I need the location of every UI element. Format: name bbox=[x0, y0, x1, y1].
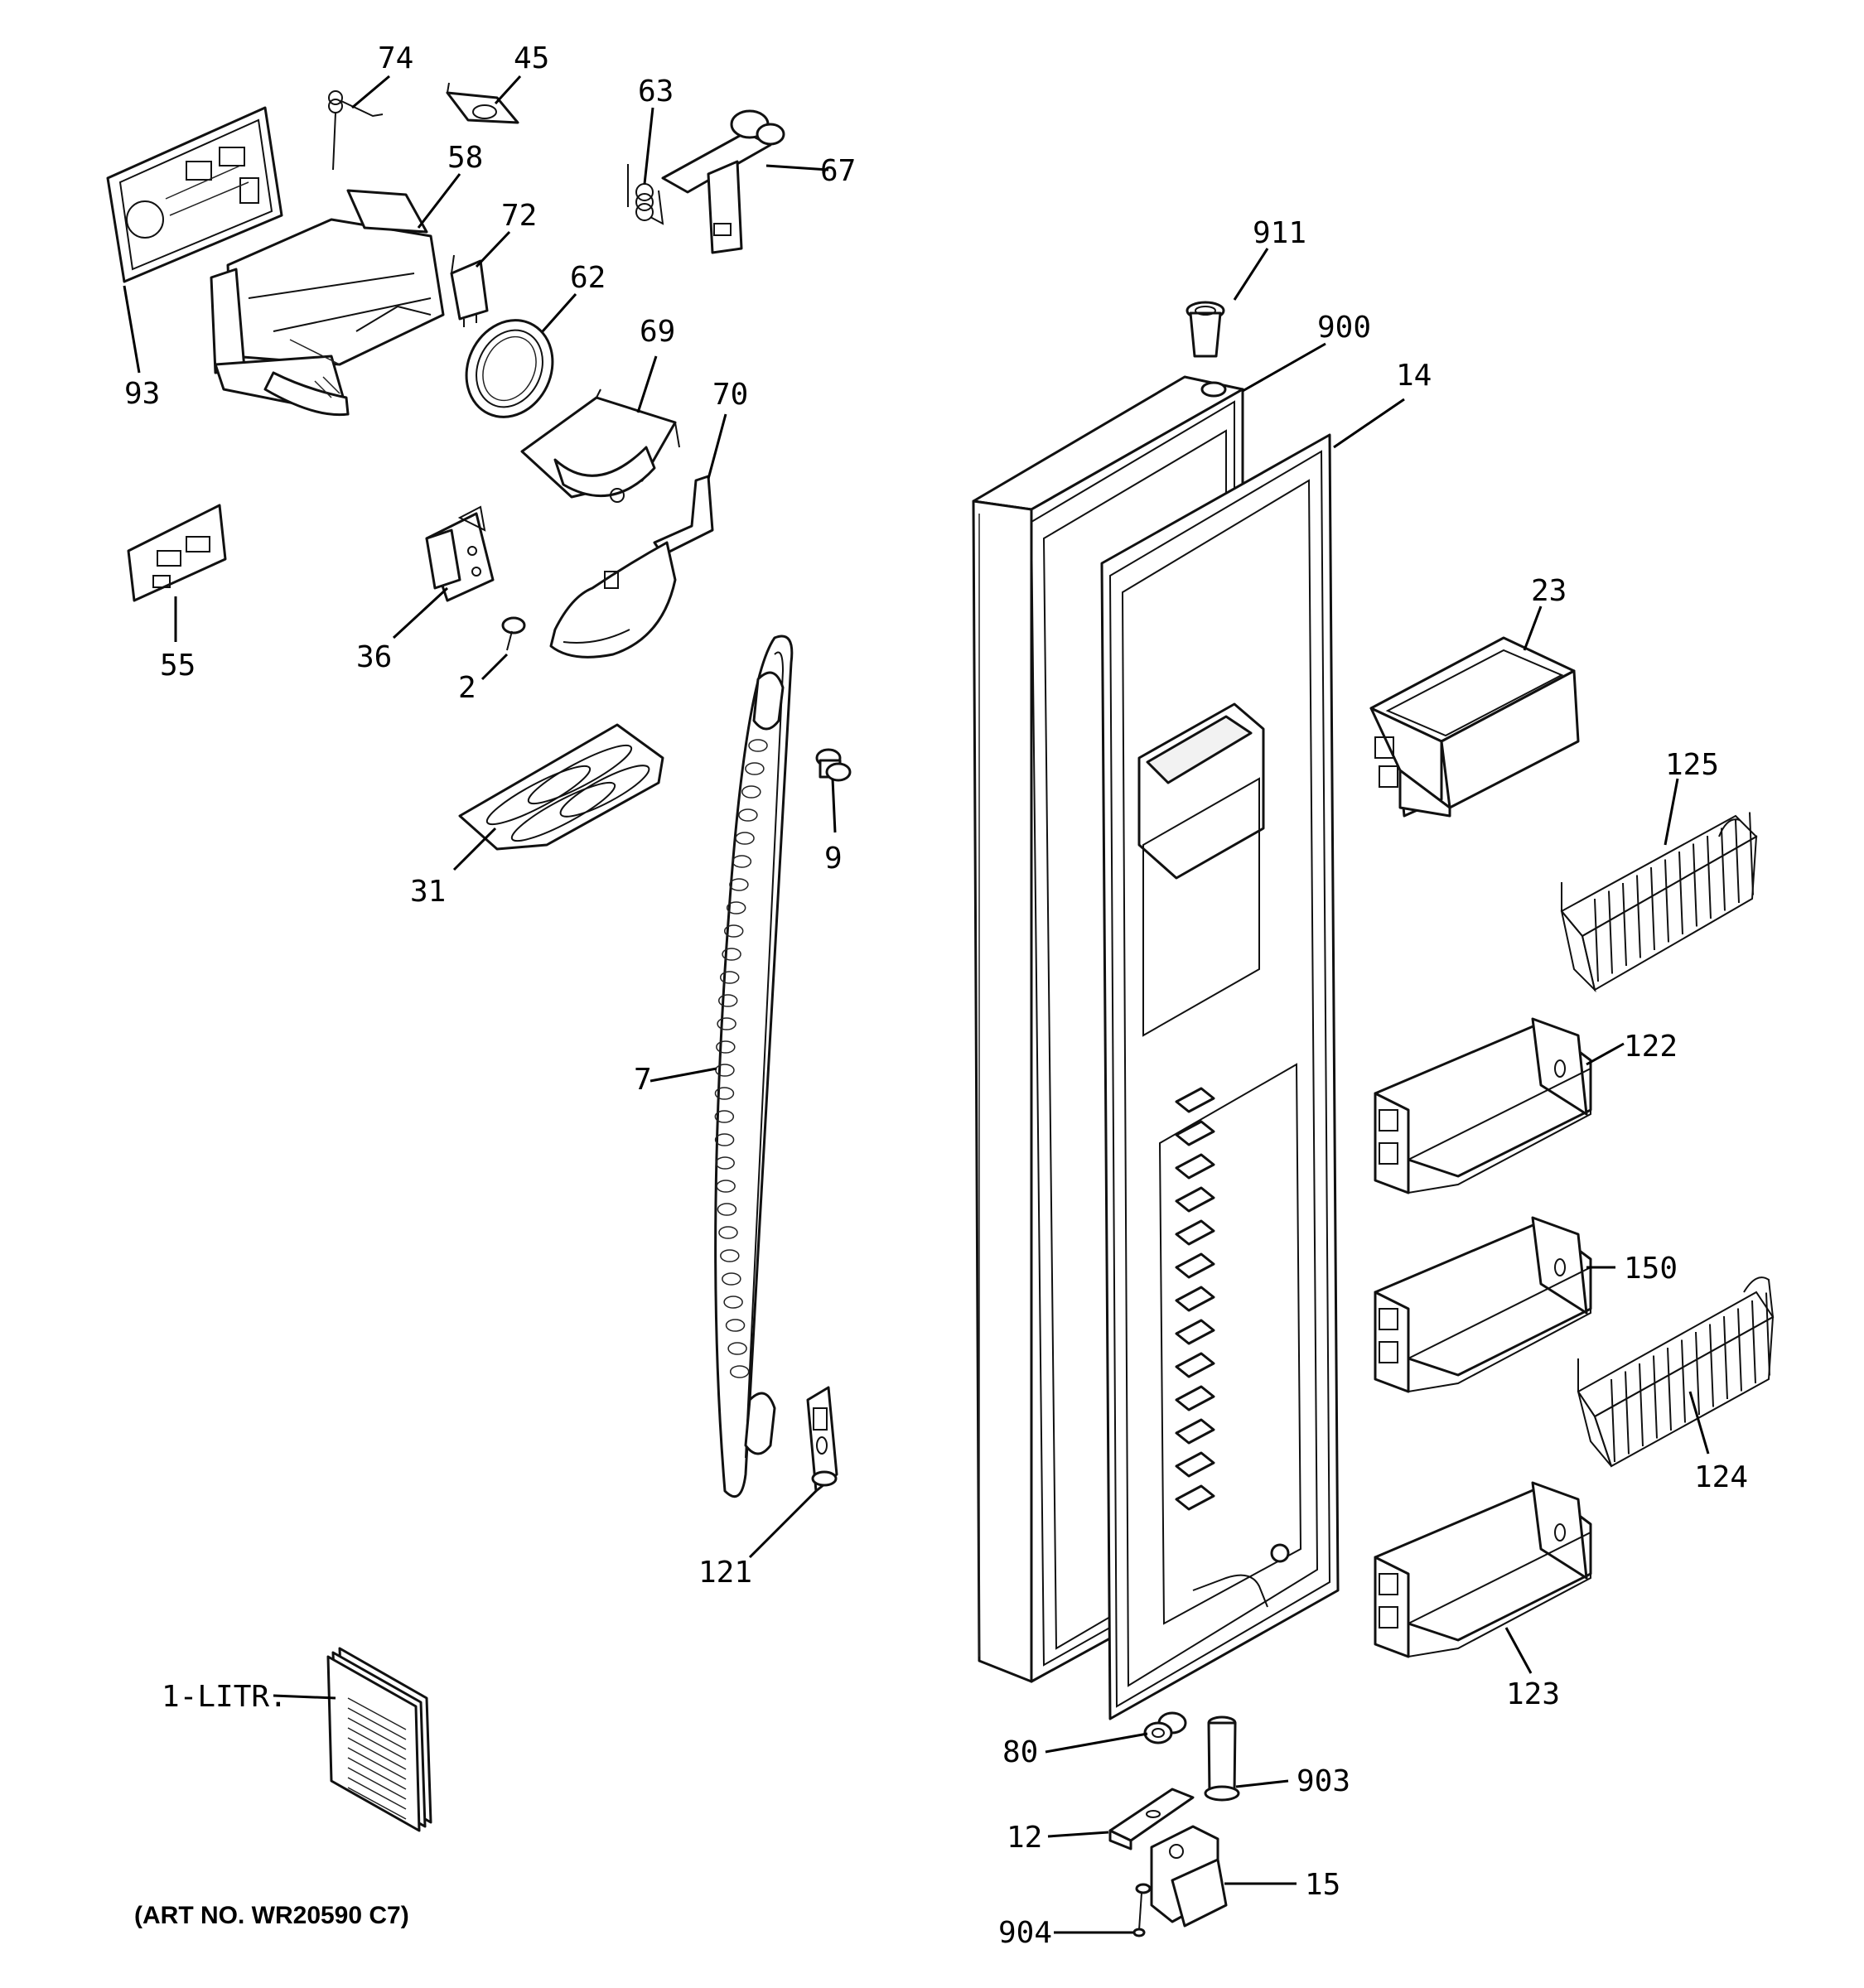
label-900: 900 bbox=[1317, 311, 1371, 345]
part-122-bin bbox=[1374, 1017, 1592, 1194]
part-80-bushing bbox=[1143, 1711, 1187, 1744]
label-74: 74 bbox=[378, 41, 413, 75]
part-23-bin bbox=[1369, 636, 1580, 818]
label-15: 15 bbox=[1305, 1868, 1340, 1902]
label-72: 72 bbox=[501, 199, 537, 233]
label-123: 123 bbox=[1506, 1677, 1560, 1711]
label-150: 150 bbox=[1624, 1252, 1678, 1286]
handle-grip-ridges bbox=[714, 739, 768, 1378]
label-62: 62 bbox=[570, 261, 606, 295]
part-74-spring bbox=[328, 90, 384, 171]
label-67: 67 bbox=[820, 154, 856, 188]
wire-basket-125-rods bbox=[1594, 812, 1754, 982]
part-12-shim bbox=[1108, 1788, 1195, 1850]
part-15-bottom-hinge bbox=[1150, 1825, 1228, 1928]
literature-text-lines bbox=[347, 1697, 407, 1820]
part-labels: 74 45 63 67 58 72 62 69 70 93 55 36 2 31… bbox=[124, 41, 1748, 1950]
part-literature bbox=[326, 1647, 432, 1832]
part-904-screw bbox=[1132, 1883, 1152, 1937]
part-67-actuator-arm bbox=[661, 109, 785, 254]
part-45-bracket bbox=[446, 82, 519, 124]
part-150-bin bbox=[1374, 1216, 1592, 1393]
label-69: 69 bbox=[640, 315, 675, 349]
part-911-bushing bbox=[1186, 301, 1225, 358]
label-12: 12 bbox=[1007, 1821, 1042, 1855]
label-904: 904 bbox=[998, 1916, 1052, 1950]
door-shelf-ribs bbox=[1175, 1087, 1215, 1511]
part-70-chute bbox=[549, 475, 714, 659]
part-69-funnel bbox=[520, 388, 680, 503]
label-58: 58 bbox=[447, 141, 483, 175]
label-93: 93 bbox=[124, 377, 160, 411]
label-122: 122 bbox=[1624, 1030, 1678, 1064]
part-62-ring bbox=[465, 319, 554, 418]
label-36: 36 bbox=[356, 640, 392, 674]
wire-basket-124-rods bbox=[1610, 1292, 1770, 1463]
label-70: 70 bbox=[712, 378, 748, 412]
label-903: 903 bbox=[1297, 1764, 1350, 1798]
label-45: 45 bbox=[514, 41, 549, 75]
label-80: 80 bbox=[1002, 1735, 1038, 1769]
part-903-hinge-pin bbox=[1204, 1715, 1240, 1802]
part-58-dispenser-housing bbox=[210, 189, 445, 417]
part-123-bin bbox=[1374, 1481, 1592, 1658]
part-2-screw bbox=[501, 616, 526, 651]
part-93-control-board bbox=[106, 106, 283, 283]
part-63-spring bbox=[627, 164, 664, 225]
part-72-switch bbox=[450, 254, 489, 327]
part-7-handle bbox=[714, 635, 794, 1498]
part-9-plug bbox=[815, 748, 852, 782]
label-23: 23 bbox=[1531, 574, 1567, 608]
leader-lines bbox=[123, 75, 1710, 1934]
label-7: 7 bbox=[634, 1063, 652, 1097]
part-14-gasket-liner bbox=[1100, 433, 1340, 1720]
label-1-litr: 1-LITR. bbox=[162, 1680, 287, 1714]
art-number: (ART NO. WR20590 C7) bbox=[134, 1902, 409, 1929]
label-55: 55 bbox=[160, 649, 196, 683]
label-9: 9 bbox=[824, 842, 843, 876]
label-31: 31 bbox=[410, 875, 446, 909]
label-125: 125 bbox=[1665, 748, 1719, 782]
part-31-drip-tray bbox=[458, 723, 664, 851]
label-2: 2 bbox=[458, 671, 476, 705]
part-121-handle-mount bbox=[806, 1386, 838, 1493]
label-121: 121 bbox=[698, 1556, 752, 1590]
part-55-board bbox=[127, 504, 227, 602]
label-124: 124 bbox=[1694, 1460, 1748, 1494]
label-63: 63 bbox=[638, 75, 674, 109]
part-125-wire-basket bbox=[1560, 814, 1758, 993]
part-36-bracket bbox=[425, 505, 495, 602]
label-911: 911 bbox=[1253, 216, 1306, 250]
label-14: 14 bbox=[1396, 359, 1432, 393]
part-124-wire-basket bbox=[1577, 1276, 1775, 1468]
